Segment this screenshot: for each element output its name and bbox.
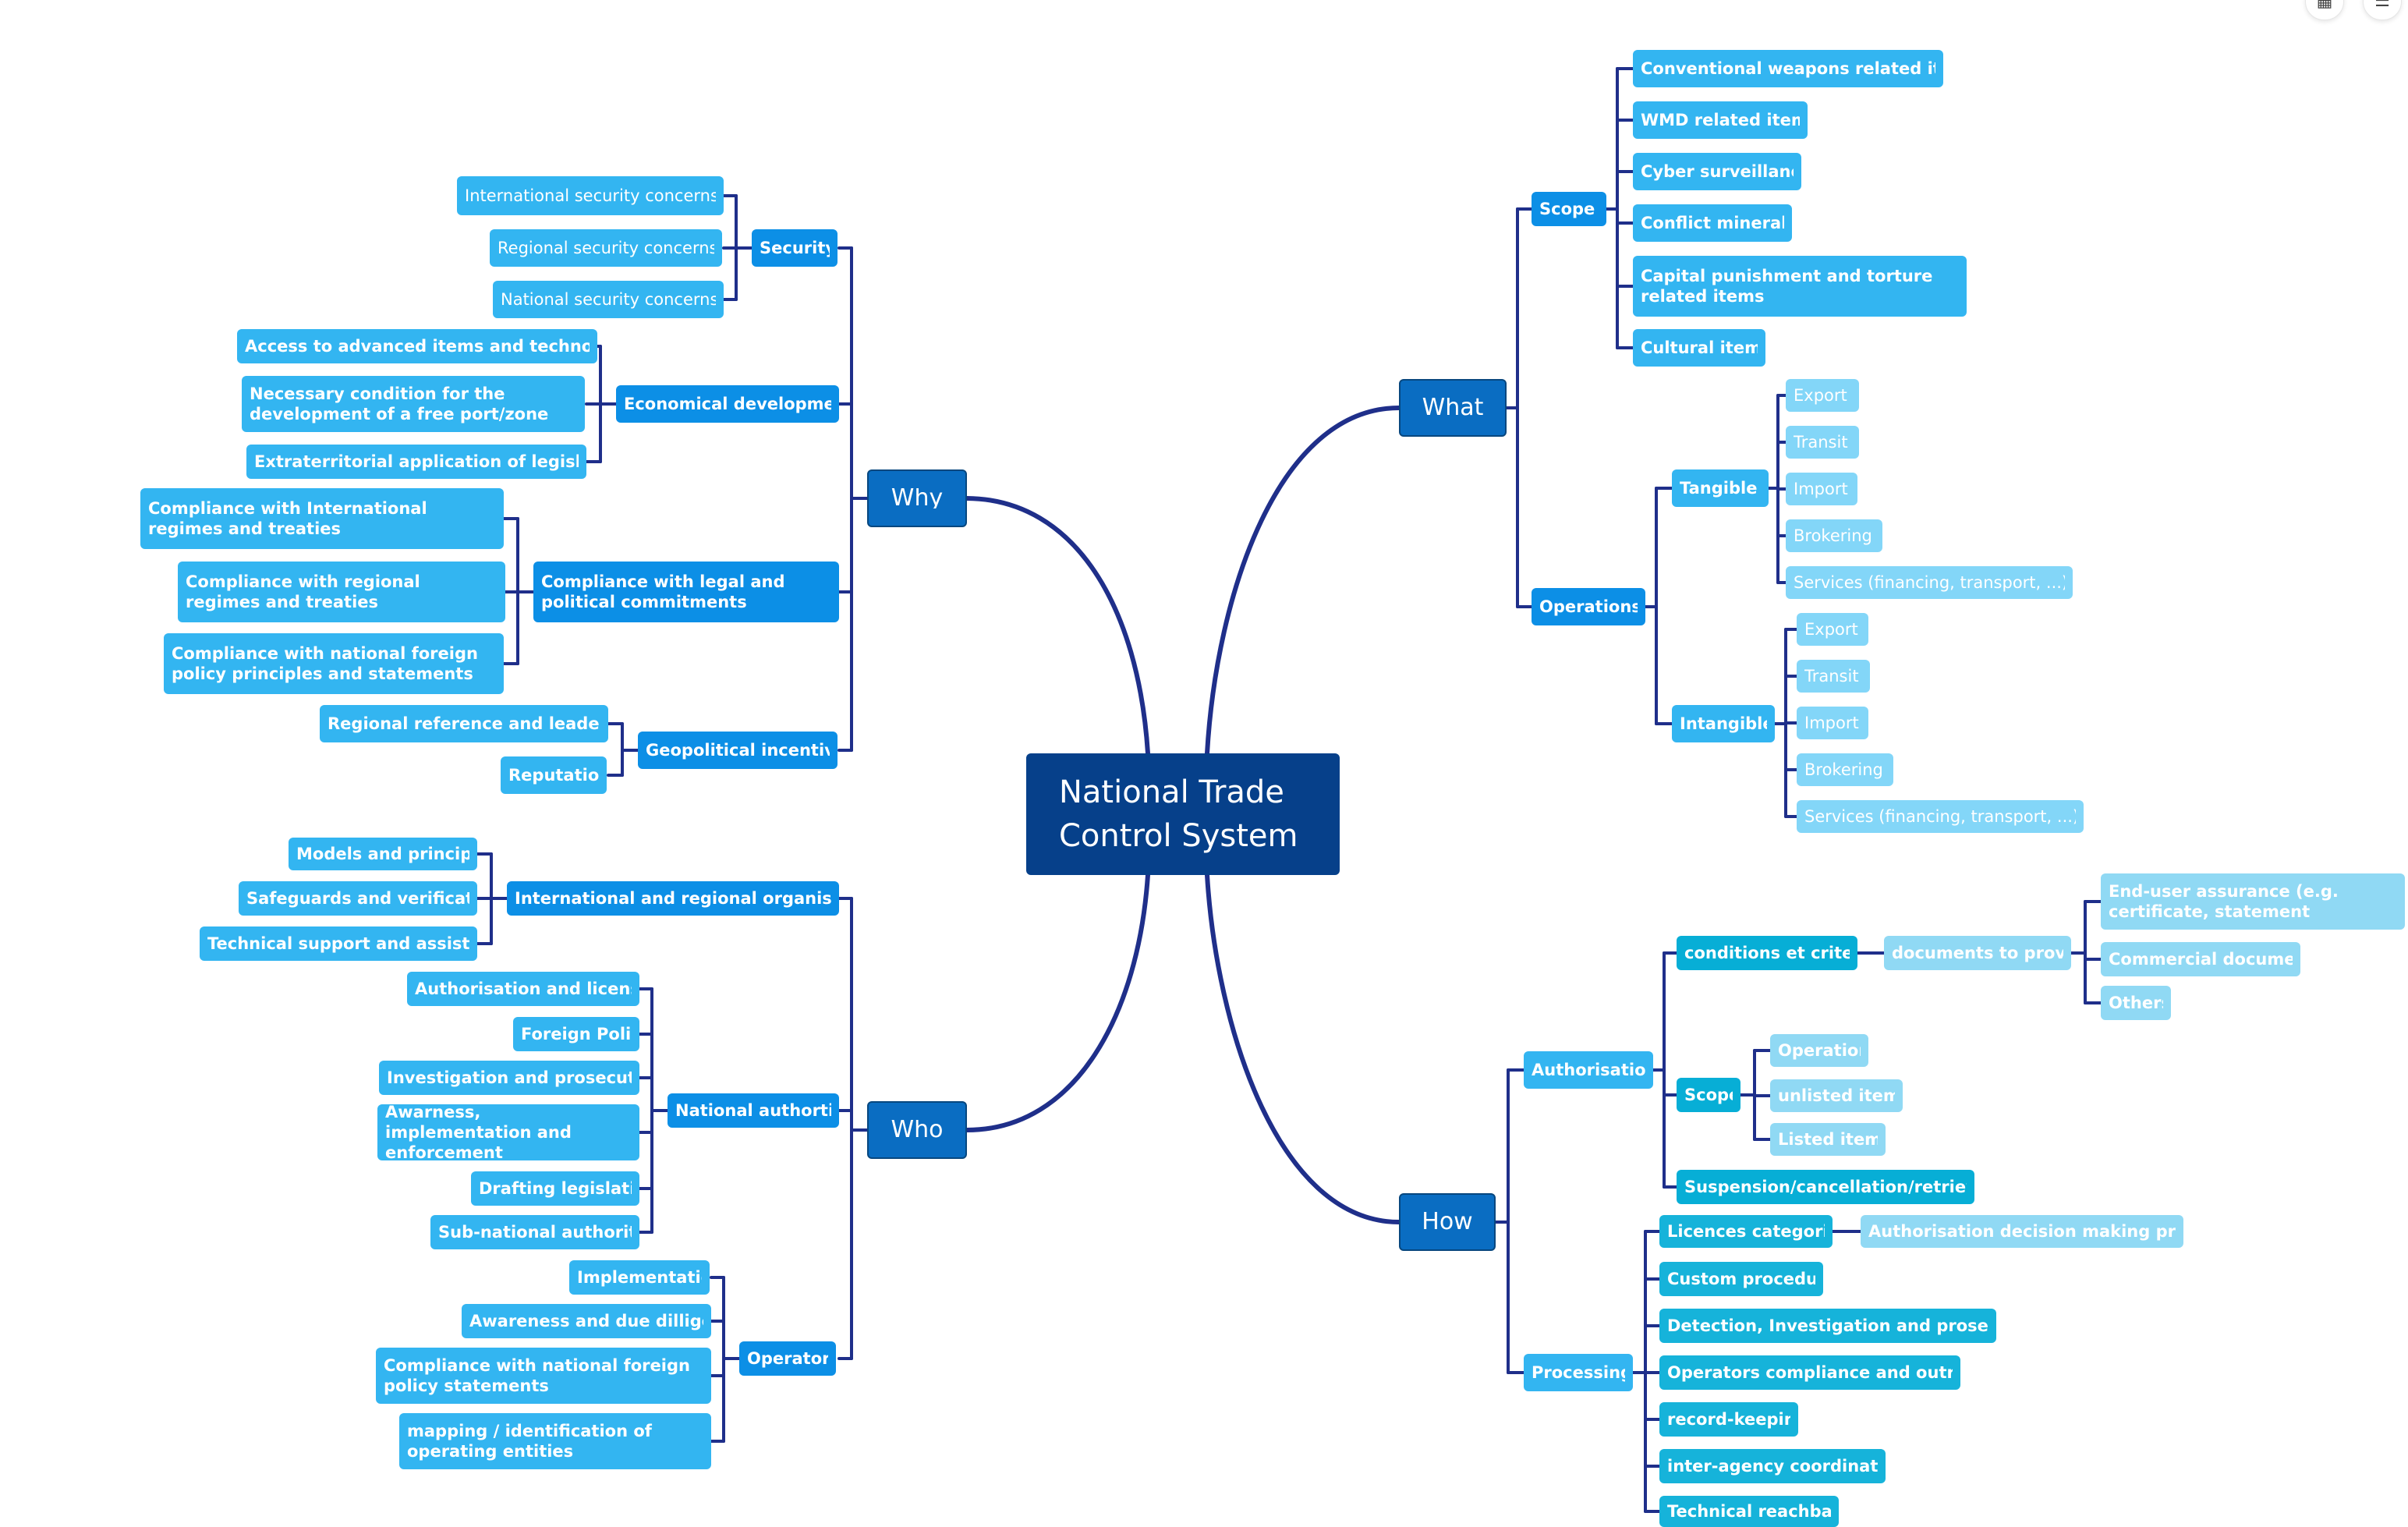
security-item[interactable]: Regional security concerns (490, 229, 722, 267)
licences-child[interactable]: Authorisation decision making process (1861, 1215, 2183, 1248)
documents-item[interactable]: End-user assurance (e.g. certificate, st… (2101, 873, 2405, 930)
processing-item[interactable]: inter-agency coordination (1659, 1449, 1886, 1483)
operations-tangible[interactable]: Tangible (1672, 469, 1769, 507)
scope-item[interactable]: Cyber surveillance (1633, 153, 1801, 190)
auth-suspension[interactable]: Suspension/cancellation/retrieving (1677, 1170, 1974, 1204)
compliance-item[interactable]: Compliance with regional regimes and tre… (178, 562, 505, 622)
compliance-item[interactable]: Compliance with International regimes an… (140, 488, 504, 549)
what-scope[interactable]: Scope (1532, 192, 1606, 226)
auth-conditions[interactable]: conditions et criteria (1677, 936, 1857, 970)
national-item[interactable]: Awarness, implementation and enforcement (377, 1104, 639, 1160)
intl-item[interactable]: Models and principles (289, 838, 477, 870)
intl-item[interactable]: Safeguards and verification (239, 881, 477, 916)
intangible-item[interactable]: Import (1797, 707, 1868, 739)
national-item[interactable]: Sub-national authorities (430, 1215, 639, 1249)
why-geopolitical[interactable]: Geopolitical incentives (638, 732, 837, 769)
intangible-item[interactable]: Services (financing, transport, ...) (1797, 800, 2084, 833)
auth-scope-item[interactable]: Listed items (1770, 1123, 1886, 1156)
what-operations[interactable]: Operations (1532, 588, 1645, 625)
who-intl[interactable]: International and regional organisations (507, 881, 839, 916)
national-item[interactable]: Authorisation and licensing (407, 972, 639, 1006)
intangible-item[interactable]: Brokering (1797, 753, 1893, 786)
branch-how[interactable]: How (1399, 1193, 1496, 1251)
national-item[interactable]: Drafting legislation (471, 1171, 639, 1206)
connector-line (965, 496, 1150, 756)
intl-item[interactable]: Technical support and assistance (200, 926, 477, 961)
branch-what[interactable]: What (1399, 379, 1507, 437)
how-processing[interactable]: Processing (1524, 1354, 1633, 1391)
tangible-item[interactable]: Services (financing, transport, ...) (1786, 566, 2073, 599)
who-operators[interactable]: Operators (739, 1341, 836, 1376)
operations-intangible[interactable]: Intangible (1672, 705, 1775, 742)
scope-item[interactable]: Conflict minerals (1633, 204, 1792, 242)
why-economical[interactable]: Economical development (616, 385, 839, 423)
processing-licences[interactable]: Licences categories (1659, 1215, 1833, 1248)
documents-item[interactable]: Others (2101, 986, 2171, 1020)
branch-who[interactable]: Who (867, 1101, 967, 1159)
processing-item[interactable]: Operators compliance and outreach (1659, 1355, 1960, 1390)
auth-scope-item[interactable]: unlisted items (1770, 1079, 1903, 1112)
how-authorisation[interactable]: Authorisation (1524, 1051, 1653, 1089)
processing-item[interactable]: Technical reachback (1659, 1496, 1839, 1527)
why-compliance[interactable]: Compliance with legal and political comm… (533, 562, 839, 622)
auth-scope[interactable]: Scope (1677, 1078, 1740, 1112)
scope-item[interactable]: WMD related items (1633, 101, 1808, 139)
geopolitical-item[interactable]: Reputation (501, 756, 607, 794)
compliance-item[interactable]: Compliance with national foreign policy … (164, 633, 504, 694)
conditions-documents[interactable]: documents to provide (1884, 936, 2071, 970)
operators-item[interactable]: mapping / identification of operating en… (399, 1413, 711, 1469)
branch-why[interactable]: Why (867, 469, 967, 527)
processing-item[interactable]: record-keeping (1659, 1402, 1798, 1437)
economical-item[interactable]: Necessary condition for the development … (242, 376, 585, 432)
security-item[interactable]: International security concerns (457, 176, 724, 215)
economical-item[interactable]: Extraterritorial application of legislat… (246, 445, 586, 479)
tangible-item[interactable]: Brokering (1786, 519, 1882, 552)
intangible-item[interactable]: Export (1797, 613, 1868, 646)
economical-item[interactable]: Access to advanced items and technologie… (237, 329, 597, 363)
root-node[interactable]: National Trade Control System (1026, 753, 1340, 875)
auth-scope-item[interactable]: Operation (1770, 1034, 1868, 1067)
tangible-item[interactable]: Transit (1786, 426, 1859, 459)
connector-line (1205, 406, 1401, 756)
tangible-item[interactable]: Import (1786, 473, 1857, 505)
scope-item[interactable]: Cultural items (1633, 329, 1765, 367)
operators-item[interactable]: Compliance with national foreign policy … (376, 1348, 711, 1404)
security-item[interactable]: National security concerns (493, 281, 724, 318)
scope-item[interactable]: Conventional weapons related items (1633, 50, 1943, 87)
connector-line (965, 873, 1150, 1132)
documents-item[interactable]: Commercial documents (2101, 942, 2300, 976)
processing-item[interactable]: Detection, Investigation and prosecution (1659, 1309, 1996, 1343)
who-national[interactable]: National authorties (668, 1093, 839, 1128)
operators-item[interactable]: Implementation (569, 1260, 710, 1295)
national-item[interactable]: Foreign Policy (513, 1017, 639, 1051)
operators-item[interactable]: Awareness and due dilligence (462, 1304, 711, 1338)
why-security[interactable]: Security (752, 229, 837, 267)
geopolitical-item[interactable]: Regional reference and leadership (320, 705, 608, 742)
scope-item[interactable]: Capital punishment and torture related i… (1633, 256, 1967, 317)
national-item[interactable]: Investigation and prosecution (379, 1061, 639, 1095)
processing-item[interactable]: Custom procedure (1659, 1262, 1823, 1296)
tangible-item[interactable]: Export (1786, 379, 1859, 412)
intangible-item[interactable]: Transit (1797, 660, 1870, 693)
connector-line (1205, 873, 1401, 1224)
